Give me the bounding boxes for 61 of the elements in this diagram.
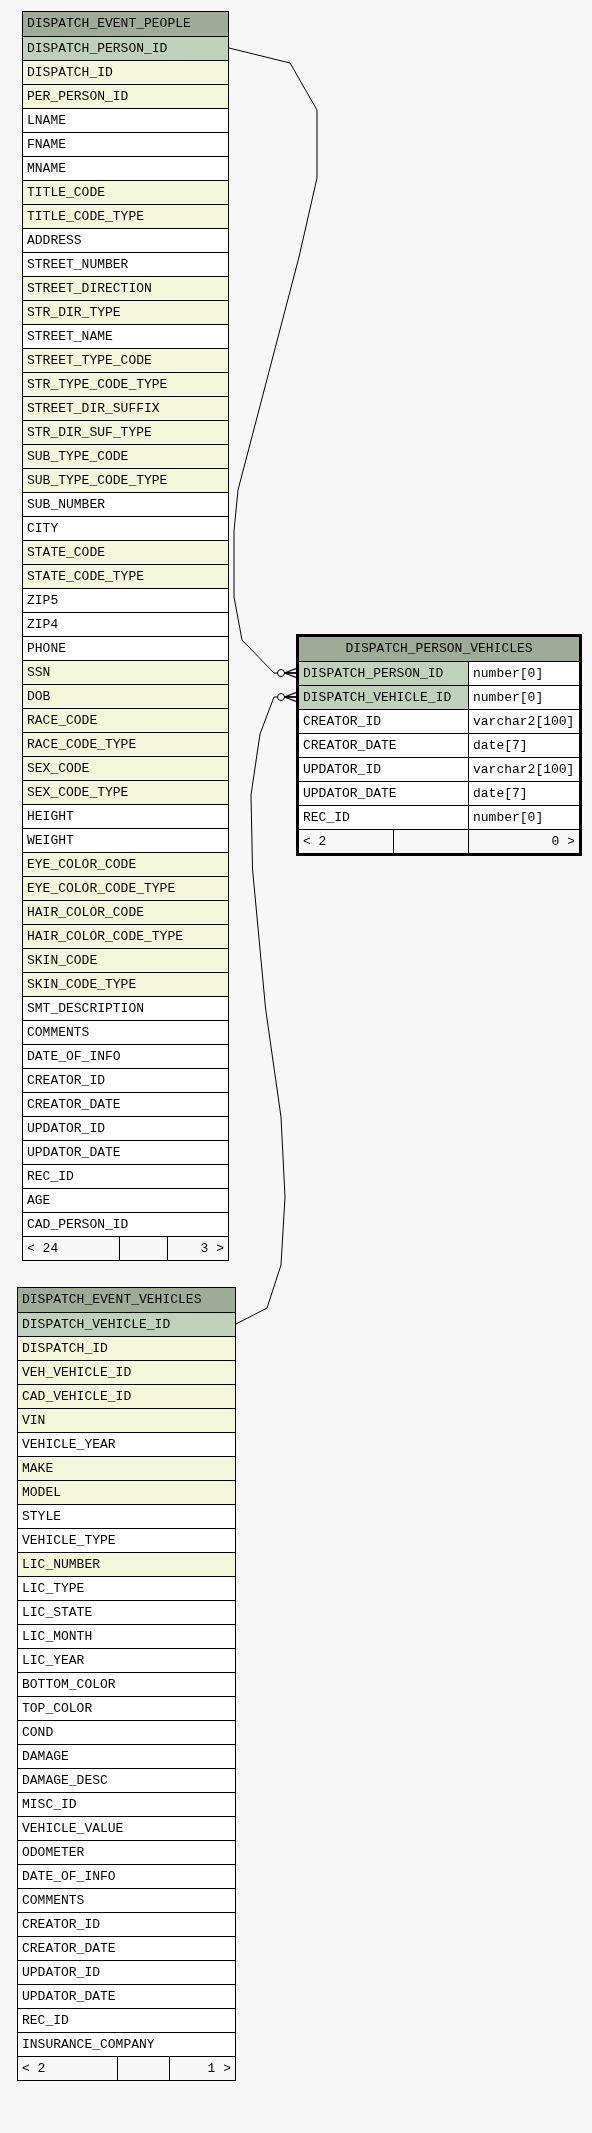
table-row: DISPATCH_ID — [18, 1336, 235, 1360]
table-header: DISPATCH_EVENT_VEHICLES — [18, 1288, 235, 1312]
table-row: MODEL — [18, 1480, 235, 1504]
parent-count: < 2 — [18, 2057, 118, 2080]
table-row: SUB_TYPE_CODE_TYPE — [23, 468, 228, 492]
table-row: SKIN_CODE — [23, 948, 228, 972]
parent-count: < 24 — [23, 1237, 120, 1260]
relationship-line — [235, 691, 297, 1325]
database-table — [22, 11, 229, 1261]
database-table — [296, 634, 582, 856]
table-row: HAIR_COLOR_CODE — [23, 900, 228, 924]
column-name: DISPATCH_VEHICLE_ID — [299, 686, 469, 709]
table-row: STREET_TYPE_CODE — [23, 348, 228, 372]
table-row: DISPATCH_ID — [23, 60, 228, 84]
table-row: EYE_COLOR_CODE — [23, 852, 228, 876]
table-row: MAKE — [18, 1456, 235, 1480]
table-row: LIC_NUMBER — [18, 1552, 235, 1576]
table-row — [299, 781, 579, 805]
table-row: TITLE_CODE_TYPE — [23, 204, 228, 228]
table-row: PER_PERSON_ID — [23, 84, 228, 108]
table-row: SKIN_CODE_TYPE — [23, 972, 228, 996]
table-row: DOB — [23, 684, 228, 708]
table-header: DISPATCH_PERSON_VEHICLES — [299, 637, 579, 661]
child-count: 0 > — [550, 833, 576, 851]
table-row: SEX_CODE — [23, 756, 228, 780]
table-row: STR_TYPE_CODE_TYPE — [23, 372, 228, 396]
table-row — [299, 805, 579, 829]
table-row — [299, 685, 579, 709]
table-row — [299, 757, 579, 781]
table-row: HAIR_COLOR_CODE_TYPE — [23, 924, 228, 948]
database-table — [17, 1287, 236, 2081]
column-name: DISPATCH_PERSON_ID — [299, 662, 469, 685]
table-row: DISPATCH_PERSON_ID — [23, 36, 228, 60]
table-footer — [299, 829, 579, 853]
table-row — [299, 661, 579, 685]
table-row: SSN — [23, 660, 228, 684]
table-row: STREET_DIRECTION — [23, 276, 228, 300]
table-row: RACE_CODE_TYPE — [23, 732, 228, 756]
table-footer — [18, 2056, 235, 2080]
table-row: TITLE_CODE — [23, 180, 228, 204]
table-header: DISPATCH_EVENT_PEOPLE — [23, 12, 228, 36]
table-row: VEH_VEHICLE_ID — [18, 1360, 235, 1384]
table-row: SUB_TYPE_CODE — [23, 444, 228, 468]
table-row: STR_DIR_SUF_TYPE — [23, 420, 228, 444]
table-row: SEX_CODE_TYPE — [23, 780, 228, 804]
child-count: 3 > — [199, 1240, 225, 1258]
table-row: STREET_DIR_SUFFIX — [23, 396, 228, 420]
table-row: STATE_CODE_TYPE — [23, 564, 228, 588]
table-row — [299, 733, 579, 757]
table-row — [299, 709, 579, 733]
table-footer — [23, 1236, 228, 1260]
table-row: CAD_VEHICLE_ID — [18, 1384, 235, 1408]
table-row: STR_DIR_TYPE — [23, 300, 228, 324]
relationship-line — [228, 47, 318, 679]
table-row: EYE_COLOR_CODE_TYPE — [23, 876, 228, 900]
child-count: 1 > — [206, 2060, 232, 2078]
table-row: STATE_CODE — [23, 540, 228, 564]
table-row: RACE_CODE — [23, 708, 228, 732]
table-row: DISPATCH_VEHICLE_ID — [18, 1312, 235, 1336]
table-row: VIN — [18, 1408, 235, 1432]
parent-count: < 2 — [299, 830, 394, 853]
